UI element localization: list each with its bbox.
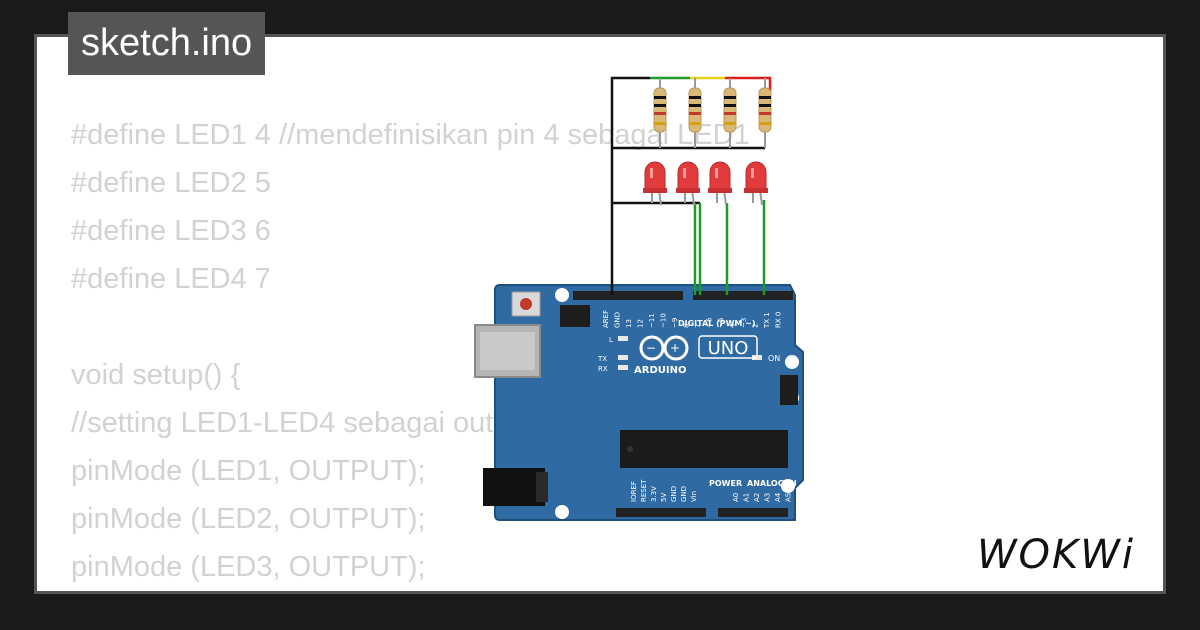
code-line: #define LED3 6 xyxy=(71,215,271,247)
code-line xyxy=(71,303,750,351)
card-surface: #define LED1 4 //mendefinisikan pin 4 se… xyxy=(37,37,1163,591)
wokwi-logo: WOKWi xyxy=(975,528,1155,578)
code-line: #define LED1 4 //mendefinisikan pin 4 se… xyxy=(71,119,750,151)
code-line: void setup() { xyxy=(71,359,241,391)
code-line: pinMode (LED2, OUTPUT); xyxy=(71,503,426,535)
code-line: #define LED2 5 xyxy=(71,167,271,199)
code-line: //setting LED1-LED4 sebagai output xyxy=(71,407,534,439)
file-tab[interactable]: sketch.ino xyxy=(68,12,266,75)
code-preview: #define LED1 4 //mendefinisikan pin 4 se… xyxy=(71,111,750,591)
preview-card: #define LED1 4 //mendefinisikan pin 4 se… xyxy=(34,34,1166,594)
code-line: pinMode (LED3, OUTPUT); xyxy=(71,551,426,583)
code-line: #define LED4 7 xyxy=(71,263,271,295)
wokwi-logo-text: WOKWi xyxy=(977,532,1135,576)
code-line: pinMode (LED1, OUTPUT); xyxy=(71,455,426,487)
